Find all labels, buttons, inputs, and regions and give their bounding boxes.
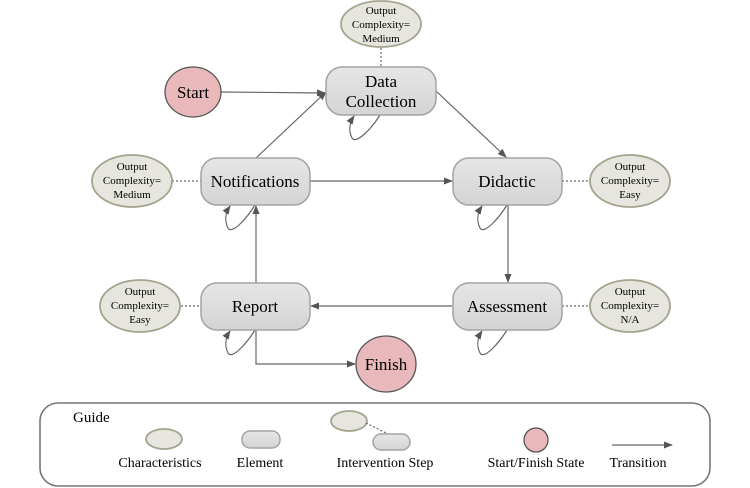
characteristic-didactic: Output Complexity= Easy — [589, 154, 671, 208]
self-loop-assessment — [474, 329, 508, 356]
svg-text:Output: Output — [366, 5, 397, 17]
edge-data-collection-to-didactic — [435, 90, 507, 158]
svg-text:Assessment: Assessment — [467, 297, 548, 316]
characteristic-notifications: Output Complexity= Medium — [91, 154, 173, 208]
legend-intervention-characteristic-swatch — [330, 410, 368, 432]
edge-notifications-to-data-collection — [255, 91, 327, 159]
svg-text:Start: Start — [177, 83, 209, 102]
node-report[interactable]: Report — [200, 282, 311, 331]
svg-text:Didactic: Didactic — [478, 172, 536, 191]
legend-title: Guide — [73, 410, 110, 426]
self-loop-report — [222, 329, 256, 356]
edge-report-to-finish — [255, 330, 356, 368]
legend-element-swatch — [241, 430, 281, 449]
legend: Guide Characteristics Element Interventi… — [39, 402, 711, 487]
svg-text:Complexity=: Complexity= — [601, 175, 659, 187]
svg-text:Output: Output — [615, 286, 646, 298]
legend-element-label: Element — [237, 456, 284, 471]
svg-text:Medium: Medium — [362, 33, 400, 45]
svg-text:Complexity=: Complexity= — [111, 300, 169, 312]
characteristic-data-collection: Output Complexity= Medium — [340, 0, 422, 48]
characteristic-assessment: Output Complexity= N/A — [589, 279, 671, 333]
self-loop-notifications — [222, 204, 256, 231]
self-loop-data-collection — [346, 114, 381, 141]
legend-state-swatch — [523, 427, 549, 453]
svg-text:Output: Output — [117, 161, 148, 173]
edge-start-to-data-collection — [220, 89, 326, 97]
node-didactic[interactable]: Didactic — [452, 157, 563, 206]
node-assessment[interactable]: Assessment — [452, 282, 563, 331]
svg-text:Finish: Finish — [365, 355, 408, 374]
self-loop-didactic — [474, 204, 508, 231]
svg-text:Complexity=: Complexity= — [601, 300, 659, 312]
svg-text:Notifications: Notifications — [211, 172, 300, 191]
svg-text:Complexity=: Complexity= — [103, 175, 161, 187]
svg-text:N/A: N/A — [621, 314, 640, 326]
svg-text:Output: Output — [615, 161, 646, 173]
svg-text:Complexity=: Complexity= — [352, 19, 410, 31]
legend-characteristics-label: Characteristics — [118, 456, 201, 471]
node-finish[interactable]: Finish — [355, 335, 417, 393]
legend-characteristics-swatch — [145, 428, 183, 450]
svg-text:Easy: Easy — [129, 314, 151, 326]
legend-state-label: Start/Finish State — [488, 456, 585, 471]
node-data-collection[interactable]: Data Collection — [325, 66, 437, 116]
node-start[interactable]: Start — [164, 66, 222, 118]
svg-text:Collection: Collection — [346, 92, 417, 111]
svg-text:Output: Output — [125, 286, 156, 298]
legend-intervention-element-swatch — [372, 433, 411, 451]
svg-text:Medium: Medium — [113, 189, 151, 201]
legend-intervention-label: Intervention Step — [337, 456, 434, 471]
node-notifications[interactable]: Notifications — [200, 157, 311, 206]
svg-text:Report: Report — [232, 297, 279, 316]
svg-text:Easy: Easy — [619, 189, 641, 201]
svg-text:Data: Data — [365, 72, 398, 91]
legend-intervention-connector — [365, 422, 391, 436]
characteristic-report: Output Complexity= Easy — [99, 279, 181, 333]
legend-transition-label: Transition — [609, 456, 666, 471]
